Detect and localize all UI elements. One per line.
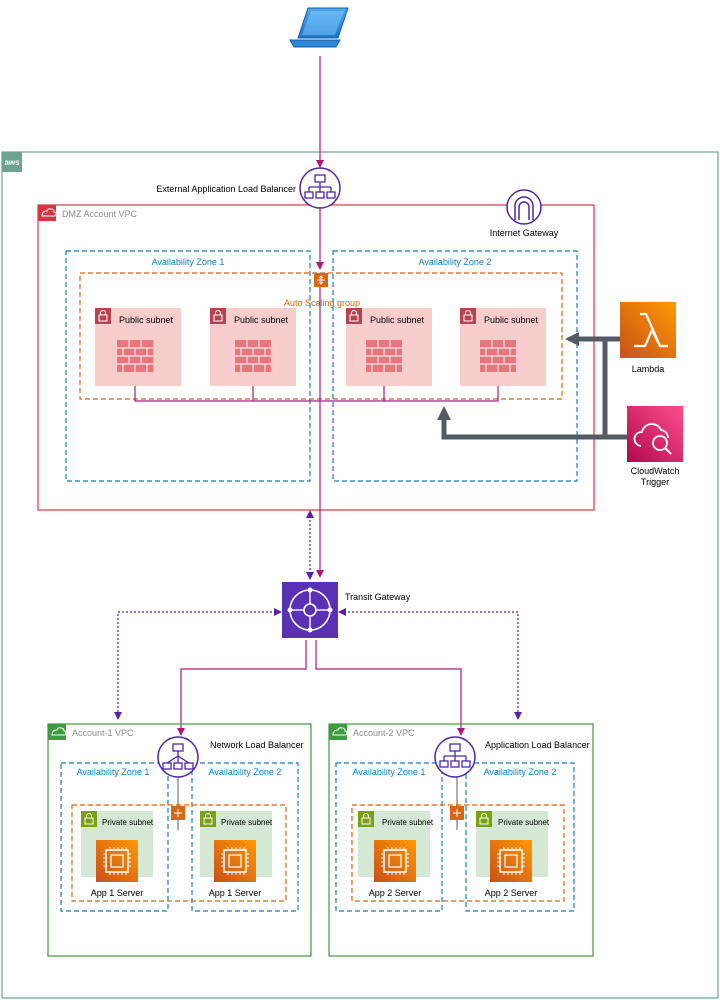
alb2-label: Application Load Balancer bbox=[485, 740, 590, 750]
transit-gateway-label: Transit Gateway bbox=[345, 592, 411, 602]
nlb-icon[interactable] bbox=[157, 736, 199, 778]
account1-vpc-group: Account-1 VPC bbox=[47, 723, 312, 957]
internet-gateway-icon[interactable] bbox=[506, 189, 542, 225]
vpc-cloud-icon bbox=[332, 727, 348, 736]
account2-az2-label: Availability Zone 2 bbox=[484, 767, 557, 777]
trigger-arrows bbox=[437, 332, 627, 440]
cloudwatch-label-line2: Trigger bbox=[641, 477, 669, 487]
account1-subnet-left-label: Private subnet bbox=[102, 818, 154, 827]
lock-icon bbox=[361, 817, 371, 825]
dmz-az2 bbox=[332, 250, 578, 482]
flow-tgw-alb2 bbox=[315, 640, 465, 736]
lambda-icon[interactable] bbox=[620, 302, 676, 358]
ec2-icon[interactable] bbox=[214, 840, 256, 882]
firewall-icon bbox=[234, 339, 272, 373]
transit-gateway-icon[interactable] bbox=[282, 582, 338, 638]
account2-az1 bbox=[335, 762, 443, 912]
vpc-cloud-icon bbox=[51, 727, 67, 736]
account1-az1-label: Availability Zone 1 bbox=[77, 767, 150, 777]
public-subnet-4-label: Public subnet bbox=[484, 315, 539, 325]
account1-server-right-label: App 1 Server bbox=[209, 888, 262, 898]
dmz-asg-label: Auto Scaling group bbox=[284, 298, 360, 308]
firewall-bus bbox=[134, 372, 499, 402]
external-alb-icon[interactable] bbox=[299, 167, 341, 209]
aws-cloud-group: aws bbox=[1, 151, 719, 999]
account1-asg bbox=[71, 804, 287, 902]
account1-vpc-label: Account-1 VPC bbox=[72, 728, 134, 738]
laptop-icon bbox=[289, 7, 349, 48]
lock-icon bbox=[98, 314, 108, 322]
ec2-icon[interactable] bbox=[96, 840, 138, 882]
account1-az2 bbox=[191, 762, 299, 912]
account1-asg-icon bbox=[171, 806, 185, 820]
account2-server-right-label: App 2 Server bbox=[485, 888, 538, 898]
lock-icon bbox=[213, 314, 223, 322]
account1-server-left-label: App 1 Server bbox=[91, 888, 144, 898]
public-subnet-2-label: Public subnet bbox=[234, 315, 289, 325]
public-subnet-1-label: Public subnet bbox=[119, 315, 174, 325]
account2-subnet-left-label: Private subnet bbox=[382, 818, 434, 827]
firewall-icon bbox=[365, 339, 403, 373]
lock-icon bbox=[479, 817, 489, 825]
public-subnet-3-label: Public subnet bbox=[370, 315, 425, 325]
account2-az1-label: Availability Zone 1 bbox=[353, 767, 426, 777]
ec2-icon[interactable] bbox=[490, 840, 532, 882]
cloudwatch-icon[interactable] bbox=[627, 406, 683, 462]
asg-icon bbox=[314, 273, 328, 287]
vpc-cloud-icon bbox=[41, 208, 57, 217]
lock-icon bbox=[84, 817, 94, 825]
alb-icon[interactable] bbox=[434, 736, 476, 778]
firewall-icon bbox=[479, 339, 517, 373]
account2-vpc-label: Account-2 VPC bbox=[353, 728, 415, 738]
cloudwatch-label-line1: CloudWatch bbox=[631, 466, 680, 476]
aws-badge: aws bbox=[4, 158, 20, 167]
lock-icon bbox=[349, 314, 359, 322]
dotted-tgw-account2 bbox=[338, 608, 522, 720]
account1-subnet-right-label: Private subnet bbox=[221, 818, 273, 827]
ec2-icon[interactable] bbox=[374, 840, 416, 882]
account1-az1 bbox=[60, 762, 169, 912]
external-alb-label: External Application Load Balancer bbox=[156, 184, 296, 194]
lambda-label: Lambda bbox=[632, 364, 665, 374]
account2-asg bbox=[351, 804, 565, 902]
account2-subnet-right-label: Private subnet bbox=[498, 818, 550, 827]
account2-vpc-group: Account-2 VPC bbox=[328, 723, 594, 957]
lock-icon bbox=[463, 314, 473, 322]
dmz-az1-label: Availability Zone 1 bbox=[152, 257, 225, 267]
account1-az2-label: Availability Zone 2 bbox=[209, 767, 282, 777]
flow-tgw-nlb bbox=[177, 640, 307, 736]
nlb-label: Network Load Balancer bbox=[210, 740, 304, 750]
account2-server-left-label: App 2 Server bbox=[369, 888, 422, 898]
account2-asg-icon bbox=[450, 806, 464, 820]
firewall-icon bbox=[117, 340, 153, 372]
dmz-az1 bbox=[65, 250, 311, 482]
internet-gateway-label: Internet Gateway bbox=[490, 228, 559, 238]
dotted-tgw-account1 bbox=[114, 608, 282, 720]
lock-icon bbox=[203, 817, 213, 825]
dmz-vpc-label: DMZ Account VPC bbox=[62, 209, 138, 219]
dmz-az2-label: Availability Zone 2 bbox=[419, 257, 492, 267]
